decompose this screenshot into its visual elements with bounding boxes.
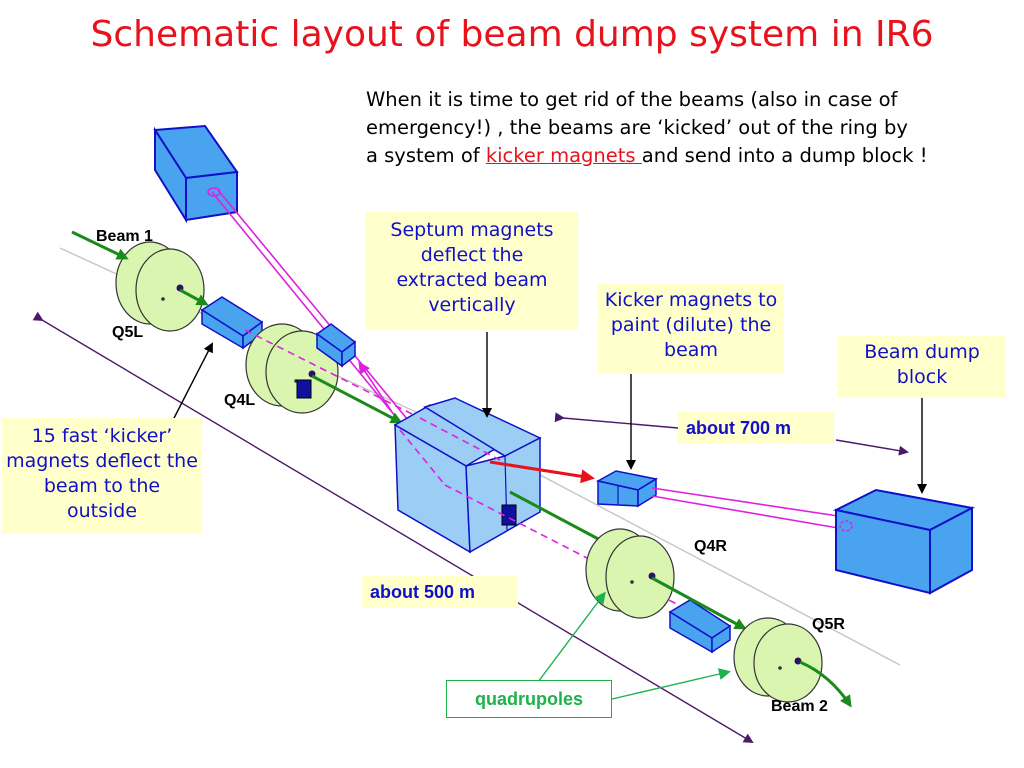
fast-kicker-pointer [171, 342, 213, 423]
quad-pointer-q5r [611, 668, 731, 700]
extracted-upper-arrow [358, 361, 393, 413]
septum-note: Septum magnets deflect the extracted bea… [366, 212, 578, 330]
beam-circulating-segment [509, 490, 605, 544]
q4r-quadrupole [585, 528, 675, 619]
scale-line [32, 311, 754, 744]
extraction-path-dashed [244, 329, 421, 419]
intro-line-3-end: and send into a dump block ! [641, 144, 928, 167]
septum-magnets [393, 397, 542, 554]
beam2-curve [799, 660, 852, 708]
about-700-note: about 700 m [678, 412, 834, 444]
intro-text: When it is time to get rid of the beams … [366, 86, 986, 170]
beam-dump-block [832, 488, 976, 595]
q4l-label: Q4L [224, 392, 256, 409]
kicker-magnets-link[interactable]: kicker magnets [485, 144, 642, 167]
upper-dump-line-b [217, 189, 409, 421]
septum-path-dashed [419, 417, 501, 461]
quad-pointer-q4r [537, 591, 606, 683]
q4r-label: Q4R [694, 538, 727, 555]
beam1-label: Beam 1 [96, 228, 153, 245]
fast-kicker-magnet [200, 296, 264, 350]
beam1-arrow [71, 230, 129, 260]
q4l-quadrupole [245, 323, 339, 414]
distance-700-arrow [554, 412, 679, 429]
extracted-beam-arrow [489, 460, 595, 484]
upper-dump-block [153, 124, 239, 224]
kicker-paint-note: Kicker magnets to paint (dilute) the bea… [598, 284, 784, 374]
q5l-label: Q5L [112, 324, 144, 341]
q5r-label: Q5R [812, 616, 845, 633]
intro-line-1: When it is time to get rid of the beams … [366, 88, 898, 111]
quadrupoles-note: quadrupoles [446, 680, 612, 718]
dump-block-note: Beam dump block [838, 336, 1006, 398]
vertical-kicker-magnet [315, 323, 357, 368]
upper-dump-line-a [211, 191, 401, 423]
beam2-label: Beam 2 [771, 698, 828, 715]
distance-700-arrow-right [835, 439, 909, 456]
beam-q4r-segment [651, 576, 747, 630]
fast-kicker-note: 15 fast ‘kicker’ magnets deflect the bea… [2, 418, 202, 534]
about-500-note: about 500 m [362, 576, 518, 608]
dump-line-lower [651, 495, 839, 529]
intro-line-3-start: a system of [366, 144, 486, 167]
dump-line-upper [651, 487, 839, 517]
q5r-quadrupole [733, 617, 823, 703]
intro-line-3: a system of kicker magnets and send into… [366, 142, 986, 170]
page-title: Schematic layout of beam dump system in … [90, 14, 934, 55]
intro-line-2: emergency!) , the beams are ‘kicked’ out… [366, 116, 908, 139]
beam1-q5l-segment [179, 288, 209, 306]
beam1-q4l-segment [311, 374, 403, 424]
dilution-kicker-magnets [595, 470, 659, 508]
q4r-kicker-magnet [668, 599, 732, 654]
q5l-quadrupole [115, 241, 205, 332]
